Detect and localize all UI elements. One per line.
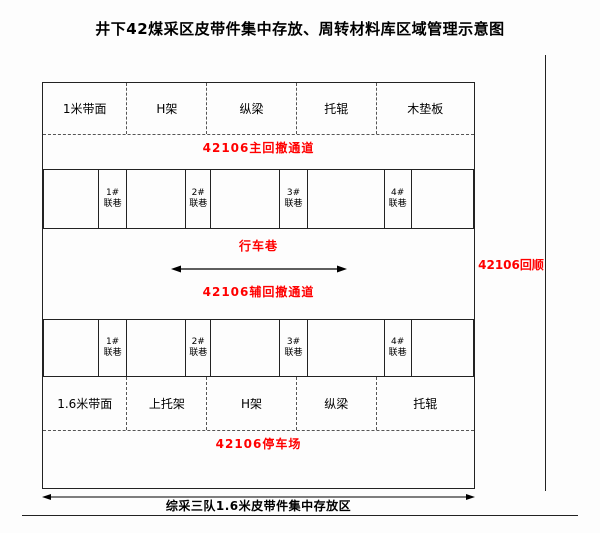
storage-box — [308, 320, 385, 376]
material-label: 纵梁 — [324, 397, 349, 411]
travel-lane-arrow-icon — [171, 259, 347, 273]
diagram-title: 井下42煤采区皮带件集中存放、周转材料库区域管理示意图 — [95, 20, 505, 38]
material-cell-upper-bracket: 上托架 — [127, 377, 208, 430]
top-material-row: 1米带面 H架 纵梁 托辊 木垫板 — [43, 83, 474, 135]
lane-cell: 2#联巷 — [186, 170, 212, 228]
right-corridor-label: 42106回顺 — [478, 258, 544, 272]
storage-box — [44, 320, 100, 376]
bottom-boundary-line — [22, 515, 578, 516]
lane-cell: 1#联巷 — [99, 320, 127, 376]
travel-lane-label: 行车巷 — [238, 239, 278, 253]
lane-label: 2#联巷 — [189, 188, 208, 209]
storage-box — [44, 170, 100, 228]
width-dimension-arrow-icon — [42, 487, 475, 500]
storage-strip-lower: 1#联巷 2#联巷 3#联巷 4#联巷 — [43, 319, 474, 377]
bottom-material-row: 1.6米带面 上托架 H架 纵梁 托辊 — [43, 377, 474, 431]
material-label: 托辊 — [324, 102, 349, 116]
parking-area-label: 42106停车场 — [215, 437, 302, 451]
lane-label: 1#联巷 — [103, 337, 122, 358]
material-cell-h-frame: H架 — [127, 83, 208, 134]
material-cell-belt-1-6m: 1.6米带面 — [43, 377, 128, 430]
lane-label: 4#联巷 — [388, 337, 407, 358]
lane-cell: 1#联巷 — [99, 170, 127, 228]
lane-cell: 3#联巷 — [280, 170, 308, 228]
storage-box — [211, 170, 281, 228]
lane-label: 3#联巷 — [284, 337, 303, 358]
storage-box — [412, 320, 473, 376]
lane-label: 4#联巷 — [388, 188, 407, 209]
storage-area-outline: 1米带面 H架 纵梁 托辊 木垫板 42106主回撤通道 1#联巷 2#联巷 3… — [42, 82, 475, 489]
material-cell-longitudinal-beam: 纵梁 — [207, 83, 297, 134]
storage-box — [412, 170, 473, 228]
material-cell-belt-1m: 1米带面 — [43, 83, 128, 134]
material-label: 1.6米带面 — [57, 397, 113, 411]
storage-box — [127, 320, 187, 376]
material-cell-idler: 托辊 — [297, 83, 377, 134]
storage-box — [308, 170, 385, 228]
storage-box — [211, 320, 281, 376]
material-label: 托辊 — [413, 397, 438, 411]
material-cell-idler: 托辊 — [377, 377, 474, 430]
material-cell-longitudinal-beam: 纵梁 — [297, 377, 377, 430]
lane-label: 2#联巷 — [189, 337, 208, 358]
material-label: 1米带面 — [62, 102, 107, 116]
storage-box — [127, 170, 187, 228]
main-withdraw-channel-label: 42106主回撤通道 — [202, 141, 315, 155]
storage-strip-upper: 1#联巷 2#联巷 3#联巷 4#联巷 — [43, 169, 474, 229]
material-label: H架 — [156, 102, 178, 116]
lane-cell: 3#联巷 — [280, 320, 308, 376]
material-label: H架 — [241, 397, 263, 411]
lane-cell: 4#联巷 — [385, 320, 412, 376]
lane-label: 3#联巷 — [284, 188, 303, 209]
material-label: 木垫板 — [407, 102, 444, 116]
material-cell-wood-pad: 木垫板 — [377, 83, 474, 134]
material-label: 上托架 — [148, 397, 185, 411]
lane-cell: 2#联巷 — [186, 320, 212, 376]
lane-label: 1#联巷 — [103, 188, 122, 209]
bottom-caption: 综采三队1.6米皮带件集中存放区 — [165, 499, 352, 513]
material-label: 纵梁 — [239, 102, 264, 116]
right-corridor-line — [545, 55, 546, 491]
material-cell-h-frame: H架 — [207, 377, 297, 430]
lane-cell: 4#联巷 — [385, 170, 412, 228]
aux-withdraw-channel-label: 42106辅回撤通道 — [202, 285, 315, 299]
